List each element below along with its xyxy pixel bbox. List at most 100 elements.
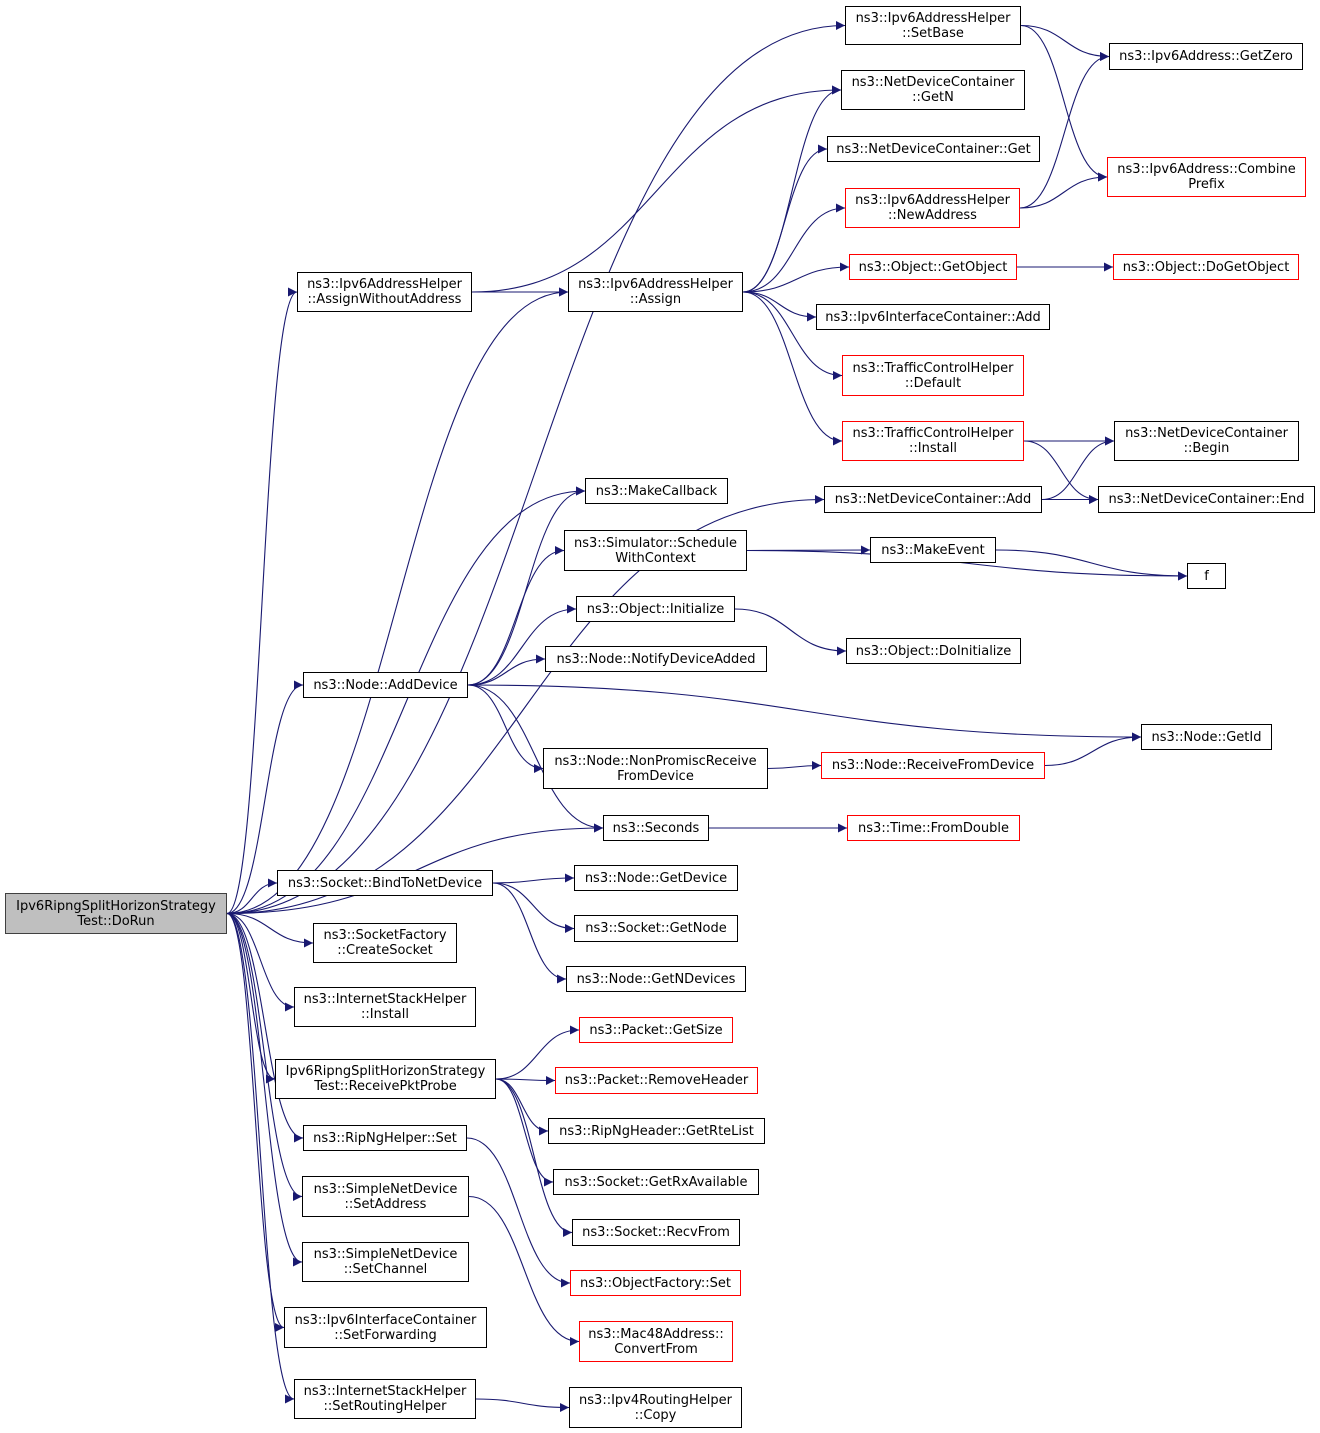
graph-node-setfwd[interactable]: ns3::Ipv6InterfaceContainer::SetForwardi… [284,1307,487,1348]
node-label-line: ns3::Ipv6InterfaceContainer [294,1312,477,1328]
graph-node-convertfrom[interactable]: ns3::Mac48Address::ConvertFrom [579,1321,733,1362]
graph-node-ishinstall[interactable]: ns3::InternetStackHelper::Install [294,987,476,1027]
call-edge-receiveprobe-to-getrxavail [495,1078,554,1187]
graph-node-getrxavail[interactable]: ns3::Socket::GetRxAvailable [553,1169,759,1195]
node-label-line: ns3::Mac48Address:: [588,1326,724,1342]
node-label-line: ns3::NetDeviceContainer [851,75,1015,90]
graph-node-recvfromdev[interactable]: ns3::Node::ReceiveFromDevice [821,752,1045,779]
graph-node-notify[interactable]: ns3::Node::NotifyDeviceAdded [545,646,767,672]
graph-node-ndcend[interactable]: ns3::NetDeviceContainer::End [1098,486,1315,513]
graph-node-makeevent[interactable]: ns3::MakeEvent [870,537,996,563]
node-label-line: ::SetChannel [343,1262,428,1277]
node-label-line: ns3::MakeCallback [595,483,718,499]
graph-node-getsize[interactable]: ns3::Packet::GetSize [579,1017,733,1043]
node-label-line: ns3::SocketFactory [323,928,447,943]
graph-node-tcinstall[interactable]: ns3::TrafficControlHelper::Install [842,421,1024,461]
graph-node-getndevices[interactable]: ns3::Node::GetNDevices [566,966,746,992]
node-label-line: ::SetAddress [344,1196,427,1212]
graph-node-removeheader[interactable]: ns3::Packet::RemoveHeader [555,1067,758,1094]
call-edge-root-to-ishinstall [226,912,295,1012]
graph-node-dogetobject[interactable]: ns3::Object::DoGetObject [1113,254,1299,280]
graph-node-assign[interactable]: ns3::Ipv6AddressHelper::Assign [568,272,743,312]
graph-node-objinit[interactable]: ns3::Object::Initialize [576,596,735,622]
node-label-line: ns3::Ipv6AddressHelper [855,193,1010,208]
node-label-line: ns3::Socket::GetRxAvailable [564,1174,748,1190]
graph-node-adddevice[interactable]: ns3::Node::AddDevice [303,672,468,698]
call-edge-root-to-assignwo [226,287,298,915]
node-label-line: ns3::NetDeviceContainer::Add [834,492,1032,507]
call-edge-root-to-setaddress [226,912,303,1201]
call-edge-receiveprobe-to-recvfrom [495,1078,573,1237]
call-edge-assign-to-getobject [742,262,850,293]
graph-node-getrtelist[interactable]: ns3::RipNgHeader::GetRteList [548,1118,765,1144]
node-label-line: ns3::ObjectFactory::Set [579,1275,732,1291]
node-label-line: ns3::Socket::BindToNetDevice [287,875,483,891]
graph-node-getnode[interactable]: ns3::Socket::GetNode [574,915,738,942]
call-edge-ndcadd-to-ndcbegin [1041,436,1115,501]
call-edge-root-to-setfwd [226,912,285,1332]
graph-node-tcdefault[interactable]: ns3::TrafficControlHelper::Default [842,355,1024,396]
graph-node-getn[interactable]: ns3::NetDeviceContainer::GetN [841,70,1025,110]
node-label-line: ns3::Ipv6InterfaceContainer::Add [825,309,1041,325]
graph-node-setaddress[interactable]: ns3::SimpleNetDevice::SetAddress [302,1176,469,1217]
call-edge-objinit-to-doinit [734,608,847,656]
graph-node-ripngset[interactable]: ns3::RipNgHelper::Set [303,1125,467,1151]
call-edge-root-to-bindtonet [226,878,278,915]
graph-node-setchannel[interactable]: ns3::SimpleNetDevice::SetChannel [302,1242,469,1282]
node-label-line: ns3::Object::DoGetObject [1122,259,1290,275]
node-label-line: ::AssignWithoutAddress [307,292,462,307]
graph-node-createsocket[interactable]: ns3::SocketFactory::CreateSocket [313,923,457,963]
graph-node-ndcbegin[interactable]: ns3::NetDeviceContainer::Begin [1114,421,1299,461]
graph-node-ndcadd[interactable]: ns3::NetDeviceContainer::Add [824,486,1042,513]
graph-node-ipv4copy[interactable]: ns3::Ipv4RoutingHelper::Copy [569,1387,742,1428]
call-edge-setrouting-to-ipv4copy [475,1398,570,1412]
call-edge-newaddr-to-combine [1019,172,1108,209]
call-edge-root-to-assign [226,287,569,915]
node-label-line: ns3::Node::AddDevice [313,677,458,693]
node-label-line: ns3::RipNgHeader::GetRteList [559,1123,754,1139]
call-edge-assign-to-newaddr [742,203,846,293]
call-edge-root-to-ripngset [226,912,304,1143]
graph-node-seconds[interactable]: ns3::Seconds [603,815,709,841]
graph-node-getobject[interactable]: ns3::Object::GetObject [849,254,1017,280]
call-edge-ripngset-to-ofset [466,1137,571,1288]
node-label-line: Test::ReceivePktProbe [314,1079,457,1094]
node-label-line: ns3::Node::GetDevice [584,870,728,886]
node-label-line: ::Begin [1183,441,1230,456]
call-edge-newaddr-to-getzero [1019,52,1110,209]
graph-node-fromdouble[interactable]: ns3::Time::FromDouble [847,815,1020,841]
node-label-line: ns3::SimpleNetDevice [313,1247,458,1262]
call-edge-root-to-setbase [226,21,846,915]
graph-node-bindtonet[interactable]: ns3::Socket::BindToNetDevice [277,870,493,896]
call-edge-bindtonet-to-getndevices [492,882,567,984]
call-edge-adddevice-to-notify [467,654,546,686]
graph-node-assignwo[interactable]: ns3::Ipv6AddressHelper::AssignWithoutAdd… [297,272,472,312]
graph-node-recvfrom[interactable]: ns3::Socket::RecvFrom [572,1219,740,1246]
graph-node-ofset[interactable]: ns3::ObjectFactory::Set [570,1270,741,1296]
graph-node-newaddr[interactable]: ns3::Ipv6AddressHelper::NewAddress [845,188,1020,228]
node-label-line: ::CreateSocket [337,943,433,958]
graph-node-setbase[interactable]: ns3::Ipv6AddressHelper::SetBase [845,6,1021,45]
graph-node-getdevice[interactable]: ns3::Node::GetDevice [574,865,738,891]
graph-node-makecb[interactable]: ns3::MakeCallback [585,478,728,504]
graph-node-doinit[interactable]: ns3::Object::DoInitialize [846,638,1021,664]
graph-node-ndcget[interactable]: ns3::NetDeviceContainer::Get [827,136,1040,162]
graph-node-setrouting[interactable]: ns3::InternetStackHelper::SetRoutingHelp… [294,1379,476,1419]
call-edge-receiveprobe-to-getsize [495,1025,580,1080]
graph-node-f[interactable]: f [1187,563,1226,589]
graph-node-getid[interactable]: ns3::Node::GetId [1141,724,1272,750]
node-label-line: ns3::Time::FromDouble [858,820,1009,836]
graph-node-getzero[interactable]: ns3::Ipv6Address::GetZero [1109,43,1303,70]
node-label-line: ns3::TrafficControlHelper [852,360,1014,376]
call-edge-assignwo-to-getn [471,85,842,293]
node-label-line: ns3::Ipv6AddressHelper [307,277,462,292]
graph-node-ifcadd[interactable]: ns3::Ipv6InterfaceContainer::Add [816,304,1050,330]
call-edge-receiveprobe-to-removeheader [495,1075,556,1085]
call-edge-root-to-setchannel [226,912,303,1267]
